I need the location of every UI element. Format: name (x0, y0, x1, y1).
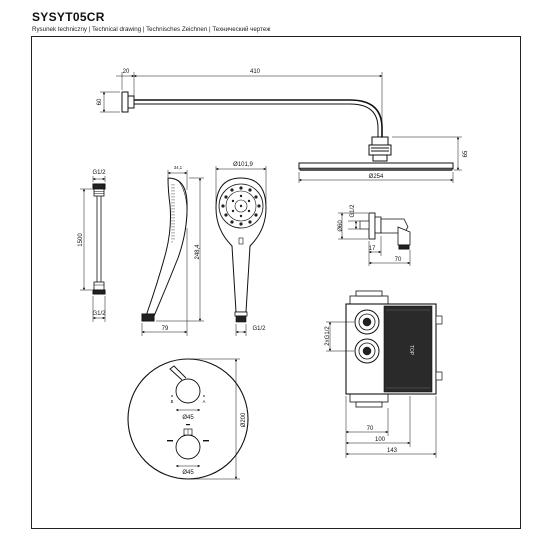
dim-arm-410: 410 (250, 69, 261, 75)
dim-box-100: 100 (375, 437, 386, 443)
dim-knob-top-diameter: Ø45 (182, 415, 194, 421)
holder-dimensions (338, 212, 411, 266)
hand-side-dimensions (141, 170, 204, 336)
box-orientation-label: TOP (408, 345, 414, 356)
dim-box-70: 70 (367, 426, 374, 432)
drawing-subtitle: Rysunek techniczny | Technical drawing |… (32, 26, 271, 33)
dim-holder-17: 17 (369, 246, 376, 252)
plate-dimensions (175, 358, 240, 480)
box-dimensions (326, 321, 437, 458)
dim-hand-diameter: Ø101,9 (233, 162, 253, 168)
hand-shower-front-view (215, 177, 267, 323)
dim-arm-60: 60 (97, 98, 103, 105)
ball-joint (368, 144, 392, 156)
hose-dimensions (80, 176, 106, 322)
spray-nozzles (221, 186, 261, 226)
shower-arm-view (121, 91, 392, 162)
dim-head-diameter: Ø254 (369, 174, 384, 180)
head-dimensions (298, 136, 462, 183)
dim-plate-diameter: Ø200 (241, 412, 247, 427)
dim-hose-thread-top: G1/2 (92, 170, 106, 176)
dim-hand-79: 79 (162, 326, 169, 332)
shower-head-view (298, 162, 454, 171)
dim-holder-70: 70 (395, 257, 402, 263)
dim-holder-thread: G1/2 (350, 204, 356, 218)
drawing-frame (31, 36, 521, 529)
thermostat-knob (175, 378, 201, 404)
dim-box-threads: 2xG1/2 (325, 326, 331, 346)
dim-hand-thread: G1/2 (252, 326, 266, 332)
dim-knob-bottom-diameter: Ø45 (182, 470, 194, 476)
plate-label-a: A (203, 399, 206, 404)
drawing-title: SYSYT05CR (32, 10, 105, 24)
cover-plate-view (127, 358, 249, 480)
dim-hose-length: 1500 (78, 233, 84, 247)
hand-front-dimensions (215, 166, 267, 336)
arm-dimensions (100, 72, 383, 138)
dim-hose-thread-bottom: G1/2 (92, 311, 106, 317)
dim-arm-20: 20 (123, 69, 130, 75)
dim-hand-34: 34,1 (174, 165, 183, 170)
plate-label-b: B (171, 399, 174, 404)
wall-flange (121, 91, 129, 113)
plate-markings (167, 395, 209, 442)
dim-hand-length: 248,4 (195, 244, 201, 260)
diverter-knob (175, 434, 201, 460)
dim-head-65: 65 (463, 150, 469, 157)
dim-holder-diameter: Ø60 (338, 220, 344, 232)
hand-shower-side-view (141, 177, 188, 322)
wall-holder-view (359, 212, 411, 250)
dim-box-143: 143 (387, 448, 398, 454)
concealed-box-view (345, 290, 443, 408)
hose-view (92, 183, 106, 295)
